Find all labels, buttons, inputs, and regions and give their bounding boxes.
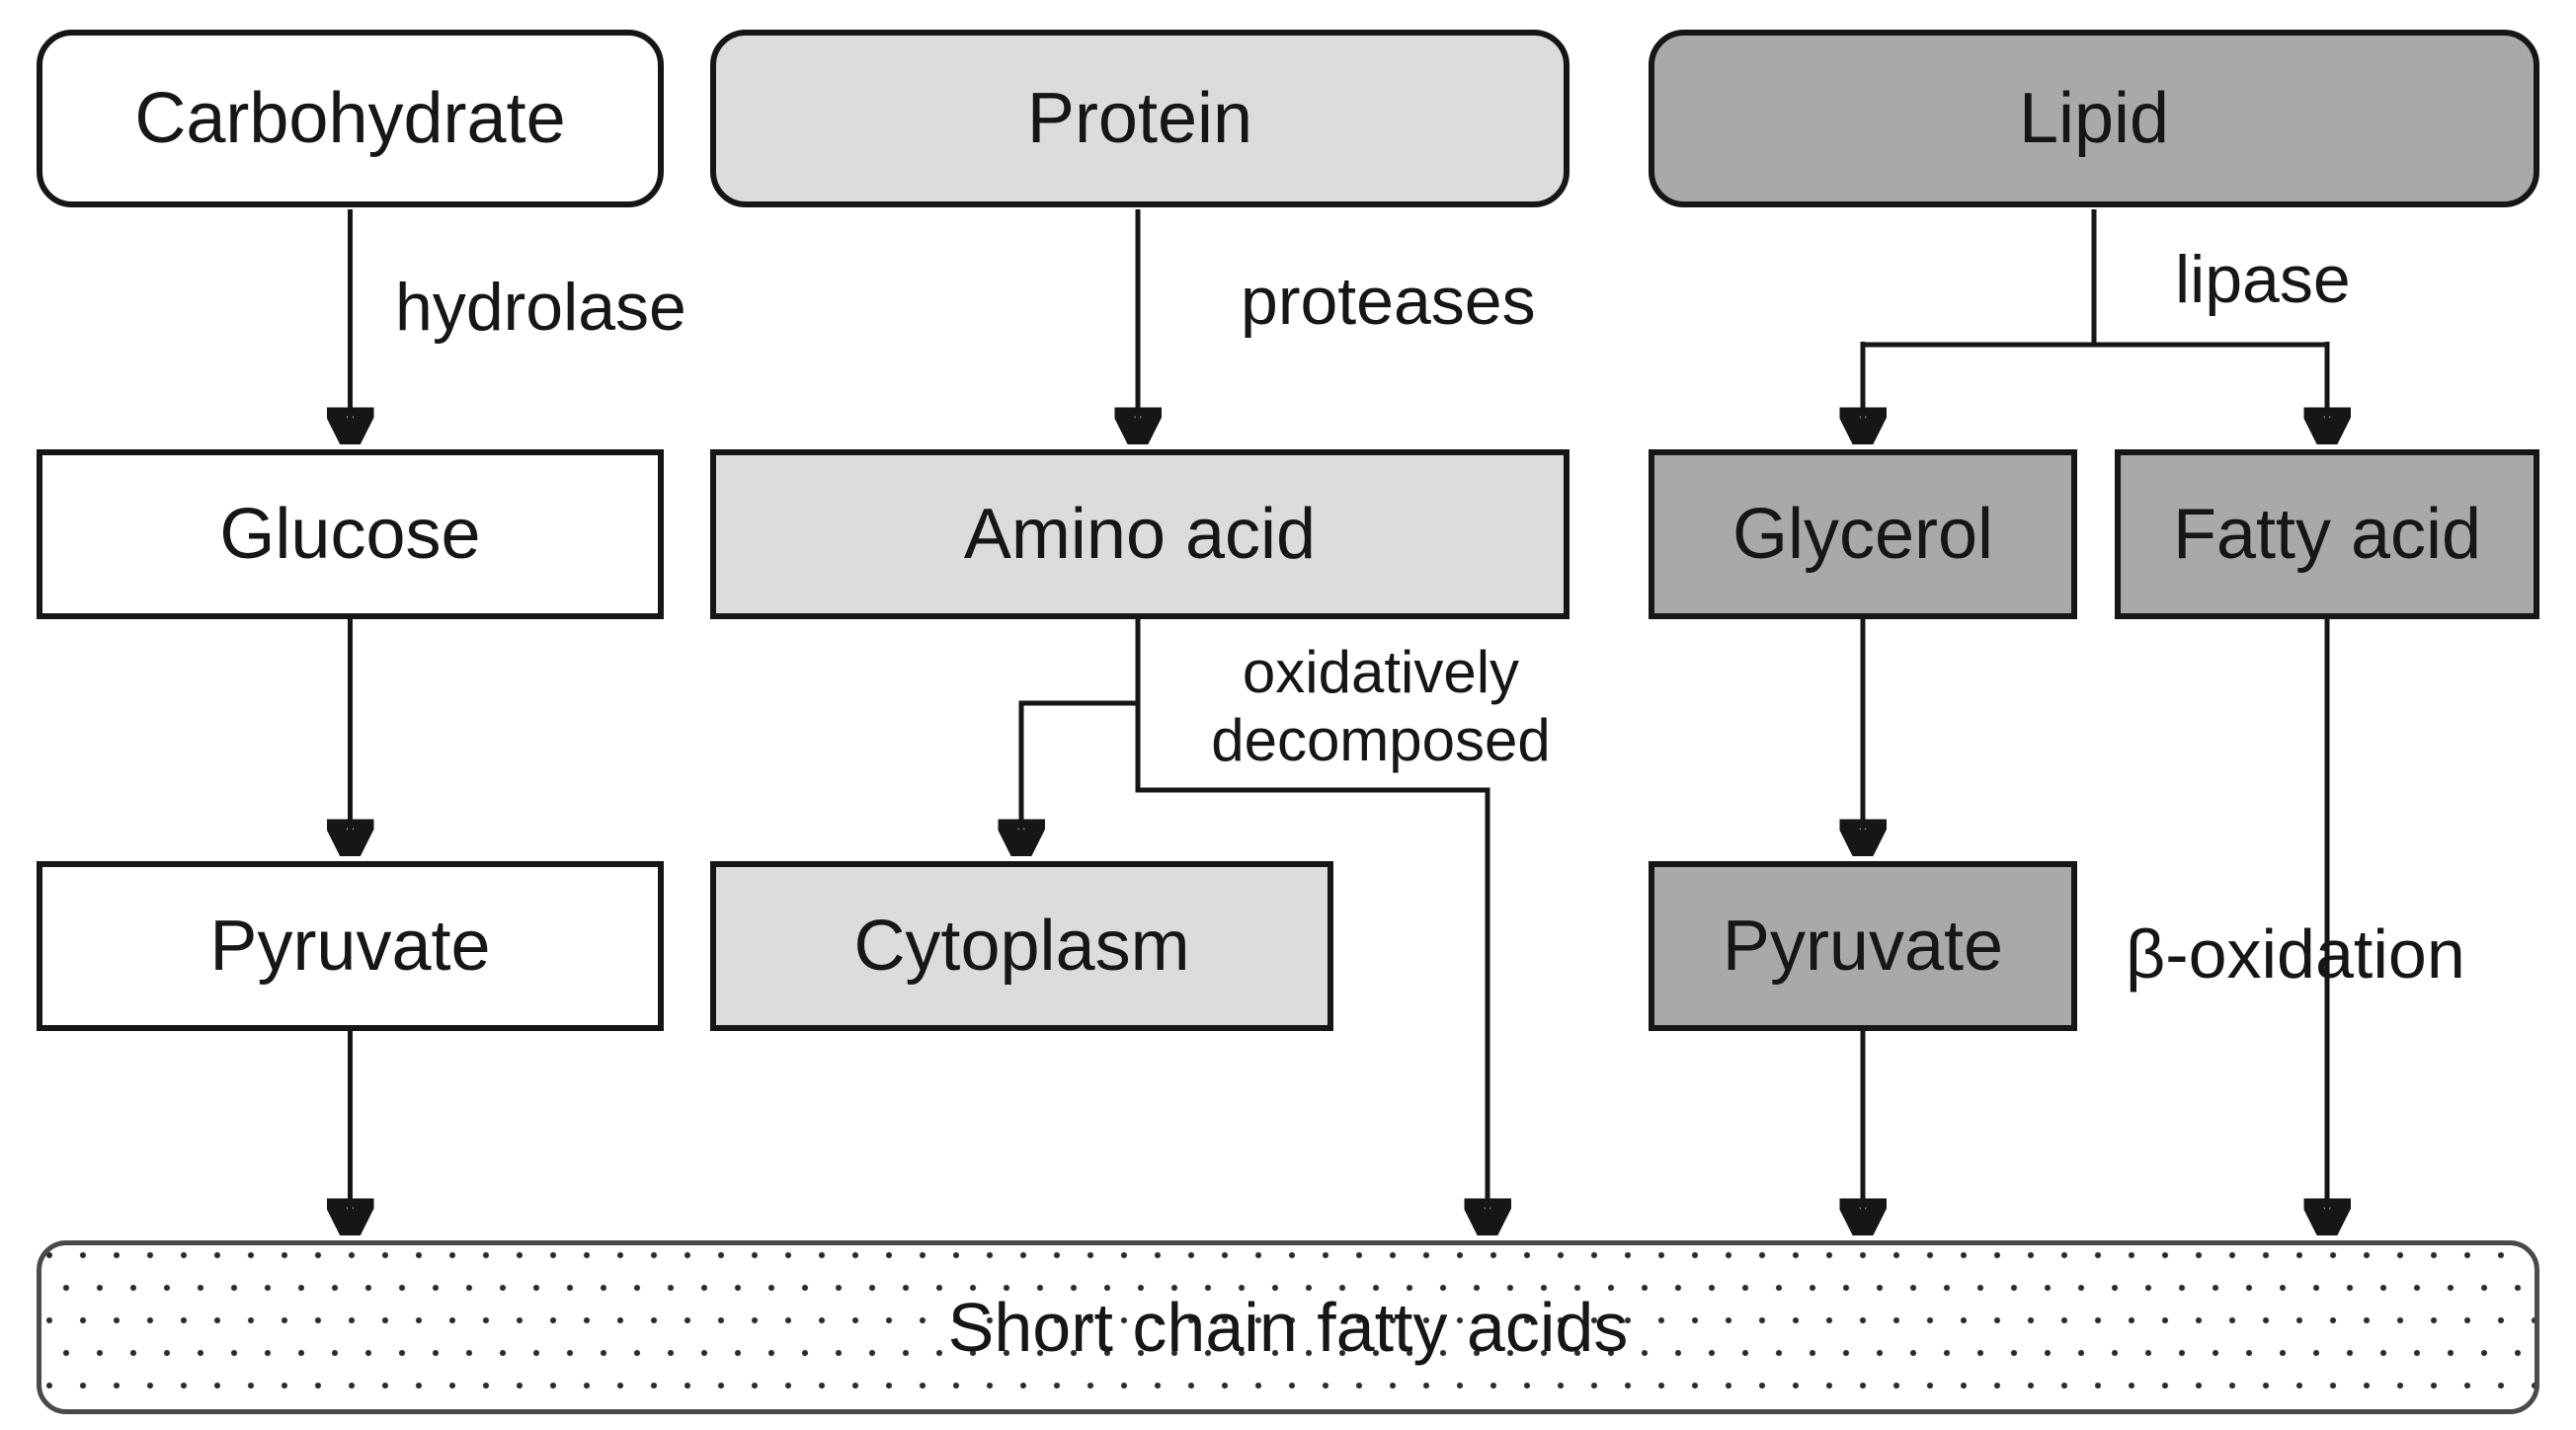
edge-label-lipase: lipase [2175, 242, 2351, 317]
node-fatty-acid: Fatty acid [2115, 449, 2539, 619]
node-carbohydrate: Carbohydrate [37, 30, 664, 207]
node-amino-acid: Amino acid [710, 449, 1570, 619]
node-cytoplasm: Cytoplasm [710, 861, 1333, 1031]
node-glucose: Glucose [37, 449, 664, 619]
edge-label-proteases: proteases [1241, 264, 1536, 339]
node-protein: Protein [710, 30, 1570, 207]
node-glycerol: Glycerol [1649, 449, 2077, 619]
node-short-chain-fatty-acids: Short chain fatty acids [37, 1240, 2539, 1414]
edge-label-oxidatively-decomposed: oxidatively decomposed [1211, 639, 1551, 773]
node-lipid: Lipid [1649, 30, 2539, 207]
edge-amino-acid-cytoplasm [1021, 700, 1138, 852]
node-pyruvate-left: Pyruvate [37, 861, 664, 1031]
edge-label-beta-oxidation: β-oxidation [2126, 915, 2465, 993]
edge-lipid-stem-and-split [1863, 209, 2327, 348]
edge-label-hydrolase: hydrolase [395, 270, 686, 345]
node-pyruvate-right: Pyruvate [1649, 861, 2077, 1031]
